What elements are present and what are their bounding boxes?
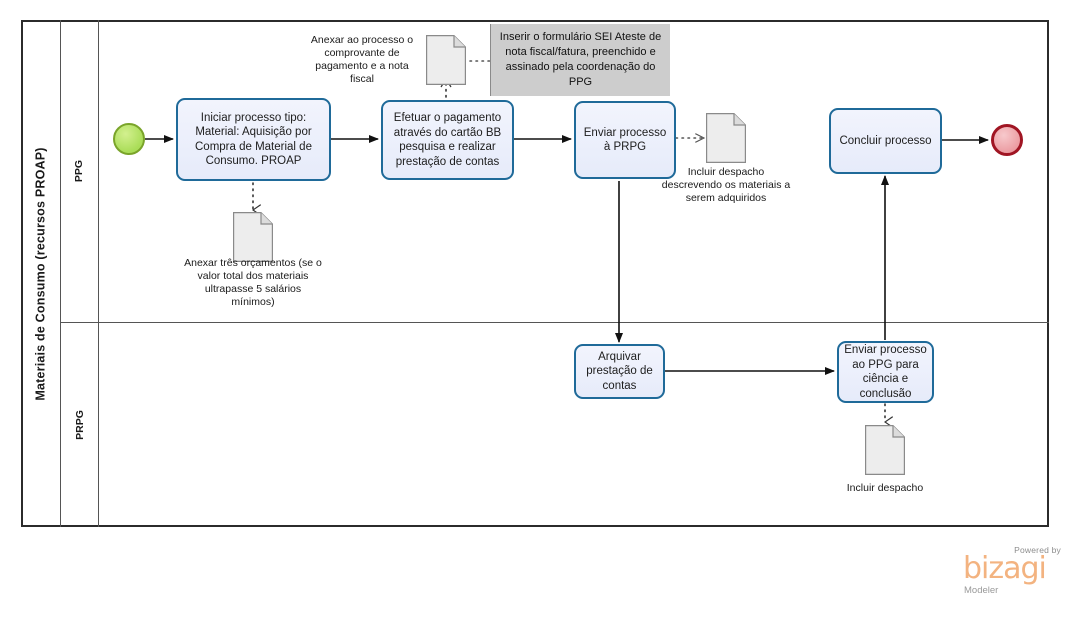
lane-label-ppg: PPG [73, 159, 86, 183]
lane-divider [61, 322, 1049, 323]
task-label: Iniciar processo tipo: Material: Aquisiç… [195, 111, 312, 168]
task-iniciar-processo[interactable]: Iniciar processo tipo: Material: Aquisiç… [176, 98, 331, 181]
pool-title-label: Materiais de Consumo (recursos PROAP) [33, 146, 48, 401]
task-label: Efetuar o pagamento através do cartão BB… [393, 112, 502, 168]
bizagi-wordmark: bizagi [963, 551, 1047, 586]
document-caption-anexar-comprovante: Anexar ao processo o comprovante de paga… [310, 34, 414, 85]
task-enviar-processo-prpg[interactable]: Enviar processo à PRPG [574, 101, 676, 179]
task-label: Arquivar prestação de contas [586, 350, 653, 392]
document-caption-anexar-orcamentos: Anexar três orçamentos (se o valor total… [184, 257, 322, 308]
bizagi-product-label: Modeler [964, 585, 999, 596]
document-icon-anexar-comprovante[interactable] [426, 35, 466, 85]
document-icon-anexar-orcamentos[interactable] [233, 212, 273, 262]
annotation-formulario-sei: Inserir o formulário SEI Ateste de nota … [491, 24, 670, 96]
document-icon-incluir-despacho-materiais[interactable] [706, 113, 746, 163]
task-concluir-processo[interactable]: Concluir processo [829, 108, 942, 174]
lane-header-prpg: PRPG [61, 322, 99, 527]
task-label: Concluir processo [839, 134, 932, 147]
start-event[interactable] [113, 123, 145, 155]
pool-title: Materiais de Consumo (recursos PROAP) [21, 20, 61, 527]
annotation-left-bar [490, 24, 491, 96]
document-icon-incluir-despacho[interactable] [865, 425, 905, 475]
bizagi-branding: Powered by bizagi Modeler [963, 545, 1063, 596]
document-caption-incluir-despacho: Incluir despacho [846, 482, 924, 494]
task-label: Enviar processo à PRPG [583, 126, 667, 154]
powered-by-label: Powered by [1014, 545, 1061, 555]
lane-header-ppg: PPG [61, 20, 99, 322]
end-event[interactable] [991, 124, 1023, 156]
task-enviar-processo-ppg[interactable]: Enviar processo ao PPG para ciência e co… [837, 341, 934, 403]
annotation-text: Inserir o formulário SEI Ateste de nota … [499, 31, 662, 88]
document-caption-incluir-despacho-materiais: Incluir despacho descrevendo os materiai… [661, 166, 791, 204]
task-label: Enviar processo ao PPG para ciência e co… [844, 344, 927, 400]
lane-label-prpg: PRPG [73, 410, 86, 440]
task-arquivar-prestacao-contas[interactable]: Arquivar prestação de contas [574, 344, 665, 399]
task-efetuar-pagamento[interactable]: Efetuar o pagamento através do cartão BB… [381, 100, 514, 180]
